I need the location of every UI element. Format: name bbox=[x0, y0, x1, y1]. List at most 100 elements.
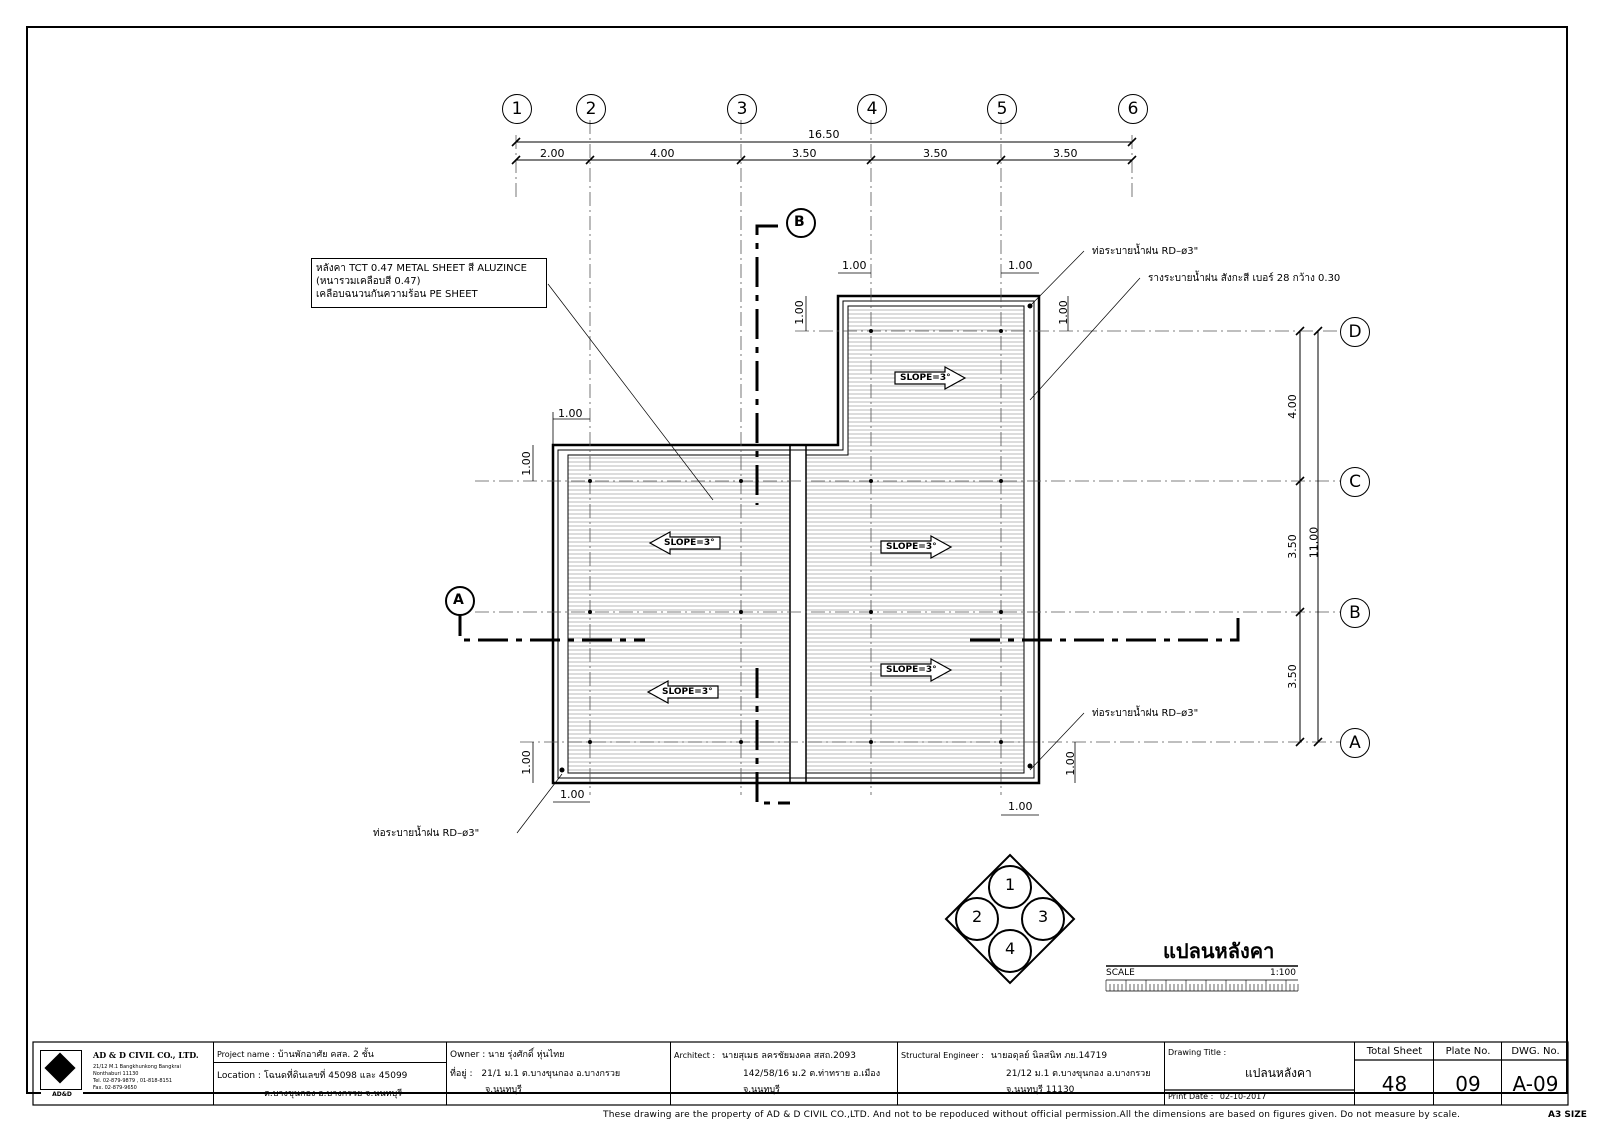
dim-offset-bottom-right-vert: 1.00 bbox=[1063, 751, 1077, 776]
section-bubbles bbox=[445, 208, 816, 616]
downpipe-dots bbox=[559, 303, 1033, 773]
tb-drawing-title-cell: Drawing Title : แปลนหลังคา Print Date : … bbox=[1164, 1042, 1354, 1105]
dim-offset-bottom-right: 1.00 bbox=[1008, 800, 1033, 813]
location-line1: โฉนดที่ดินเลขที่ 45098 และ 45099 bbox=[263, 1071, 408, 1081]
downpipe-note-left: ท่อระบายน้ำฝน RD–ø3" bbox=[373, 828, 480, 839]
dim-offset-left-upper: 1.00 bbox=[519, 451, 533, 476]
architect-addr1: 142/58/16 ม.2 ต.ท่าทราย อ.เมือง bbox=[743, 1069, 881, 1079]
key-plan-diagram bbox=[944, 853, 1076, 985]
grid-bubble-col-4: 4 bbox=[857, 94, 887, 124]
slope-label-east-top: SLOPE=3° bbox=[900, 373, 951, 383]
tb-plate-cell: Plate No. 09 bbox=[1433, 1042, 1501, 1105]
drawing-sheet-border bbox=[26, 26, 1568, 1094]
dim-offset-bottom-left: 1.00 bbox=[560, 788, 585, 801]
drawing-title: แปลนหลังคา bbox=[1163, 939, 1275, 963]
company-tel: Tel. 02-879-9879 , 01-818-8151 bbox=[93, 1078, 173, 1084]
dim-span-2-3: 4.00 bbox=[650, 147, 675, 160]
grid-bubble-row-C: C bbox=[1340, 467, 1370, 497]
engineer-label: Structural Engineer : bbox=[901, 1051, 985, 1060]
company-logo: AD&D bbox=[40, 1050, 83, 1098]
dim-offset-bottom-left-vert: 1.00 bbox=[519, 750, 533, 775]
top-dimension-chain bbox=[511, 137, 1137, 165]
key-plan-num-3: 3 bbox=[1038, 907, 1049, 926]
dim-offset-mid-left: 1.00 bbox=[792, 300, 806, 325]
roof-note-line2: (หนารวมเคลือบสี 0.47) bbox=[316, 276, 421, 287]
owner-addr2: จ.นนทบุรี bbox=[485, 1085, 522, 1095]
footer-sheet-size: A3 SIZE bbox=[1548, 1110, 1587, 1120]
scale-label: SCALE bbox=[1106, 968, 1135, 978]
location-label: Location : bbox=[217, 1071, 261, 1081]
engineer-name: นายอดุลย์ นิลสนิท ภย.14719 bbox=[990, 1051, 1108, 1061]
slope-label-west-upper: SLOPE=3° bbox=[664, 538, 715, 548]
slope-label-west-lower: SLOPE=3° bbox=[662, 687, 713, 697]
architect-label: Architect : bbox=[674, 1051, 716, 1060]
plate-label: Plate No. bbox=[1445, 1046, 1491, 1057]
location-line2: ต.บางขุนกอง อ.บางกรวย จ.นนทบุรี bbox=[264, 1089, 403, 1099]
print-date: 02-10-2017 bbox=[1219, 1092, 1267, 1101]
dim-span-A-B: 3.50 bbox=[1285, 664, 1299, 689]
key-plan-num-4: 4 bbox=[1005, 939, 1016, 958]
tb-dwg-cell: DWG. No. A-09 bbox=[1501, 1042, 1568, 1105]
dim-offset-top-right: 1.00 bbox=[1008, 259, 1033, 272]
scale-bar-ticks bbox=[1105, 980, 1299, 991]
grid-bubble-row-D: D bbox=[1340, 317, 1370, 347]
architect-name: นายสุเมธ ลครชัยมงคล สสถ.2093 bbox=[721, 1051, 856, 1061]
downpipe-note-right: ท่อระบายน้ำฝน RD–ø3" bbox=[1092, 708, 1199, 719]
dim-span-B-C: 3.50 bbox=[1285, 534, 1299, 559]
engineer-addr2: จ.นนทบุรี 11130 bbox=[1006, 1085, 1075, 1095]
section-mark-B: B bbox=[794, 214, 805, 230]
roof-note-line3: เคลือบฉนวนกันความร้อน PE SHEET bbox=[316, 289, 478, 300]
company-addr1: 21/12 M.1 Bangkhunkong Bangkrai bbox=[93, 1064, 181, 1070]
tb-project-cell: Project name : บ้านพักอาศัย คสล. 2 ชั้น … bbox=[213, 1042, 447, 1105]
offset-dimension-lines bbox=[532, 272, 1076, 816]
dim-span-C-D: 4.00 bbox=[1285, 394, 1299, 419]
total-sheet-value: 48 bbox=[1381, 1072, 1408, 1096]
project-name: บ้านพักอาศัย คสล. 2 ชั้น bbox=[277, 1050, 374, 1060]
dim-total-vertical: 11.00 bbox=[1307, 526, 1321, 559]
tb-total-sheet-cell: Total Sheet 48 bbox=[1354, 1042, 1433, 1105]
architect-addr2: จ.นนทบุรี bbox=[743, 1085, 780, 1095]
grid-bubble-row-B: B bbox=[1340, 598, 1370, 628]
grid-bubble-col-5: 5 bbox=[987, 94, 1017, 124]
owner-name: นาย รุ่งศักดิ์ หุ่นไทย bbox=[488, 1050, 565, 1060]
dim-span-5-6: 3.50 bbox=[1053, 147, 1078, 160]
roof-note-line1: หลังคา TCT 0.47 METAL SHEET สี ALUZINCE bbox=[316, 263, 527, 274]
grid-bubble-col-1: 1 bbox=[502, 94, 532, 124]
dim-offset-top-left: 1.00 bbox=[558, 407, 583, 420]
slope-label-east-low: SLOPE=3° bbox=[886, 665, 937, 675]
company-fax: Fax. 02-879-9650 bbox=[93, 1085, 137, 1091]
right-dimension-chain bbox=[1295, 326, 1323, 747]
key-plan-num-2: 2 bbox=[972, 907, 983, 926]
company-addr2: Nonthaburi 11130 bbox=[93, 1071, 139, 1077]
owner-addr1: 21/1 ม.1 ต.บางขุนกอง อ.บางกรวย bbox=[481, 1069, 621, 1079]
slope-arrows bbox=[646, 365, 967, 705]
engineer-addr1: 21/12 ม.1 ต.บางขุนกอง อ.บางกรวย bbox=[1006, 1069, 1151, 1079]
footer-disclaimer: These drawing are the property of AD & D… bbox=[603, 1110, 1461, 1120]
project-label: Project name : bbox=[217, 1050, 275, 1059]
grid-bubble-col-6: 6 bbox=[1118, 94, 1148, 124]
dim-span-4-5: 3.50 bbox=[923, 147, 948, 160]
drawing-title-value: แปลนหลังคา bbox=[1245, 1066, 1312, 1080]
roof-material-note: หลังคา TCT 0.47 METAL SHEET สี ALUZINCE … bbox=[311, 258, 547, 308]
print-date-label: Print Date : bbox=[1168, 1092, 1214, 1101]
downpipe-note-top: ท่อระบายน้ำฝน RD–ø3" bbox=[1092, 246, 1199, 257]
grid-bubble-col-3: 3 bbox=[727, 94, 757, 124]
grid-lines bbox=[475, 120, 1340, 795]
company-name: AD & D CIVIL CO., LTD. bbox=[93, 1050, 199, 1060]
dim-offset-top-mid: 1.00 bbox=[842, 259, 867, 272]
dim-span-1-2: 2.00 bbox=[540, 147, 565, 160]
dim-total-horizontal: 16.50 bbox=[808, 128, 840, 141]
roof-outline bbox=[551, 294, 1041, 785]
dwg-label: DWG. No. bbox=[1511, 1046, 1560, 1057]
tb-architect-cell: Architect : นายสุเมธ ลครชัยมงคล สสถ.2093… bbox=[670, 1042, 897, 1105]
tb-company-cell: AD&D AD & D CIVIL CO., LTD. 21/12 M.1 Ba… bbox=[33, 1042, 213, 1105]
leader-lines bbox=[516, 250, 1141, 834]
tb-engineer-cell: Structural Engineer : นายอดุลย์ นิลสนิท … bbox=[897, 1042, 1164, 1105]
owner-addr-label: ที่อยู่ : bbox=[450, 1069, 473, 1079]
section-mark-A: A bbox=[453, 592, 464, 608]
plate-value: 09 bbox=[1455, 1072, 1481, 1096]
dim-offset-mid-right: 1.00 bbox=[1056, 300, 1070, 325]
column-markers bbox=[588, 329, 1003, 744]
title-block-outline bbox=[32, 1041, 1569, 1106]
